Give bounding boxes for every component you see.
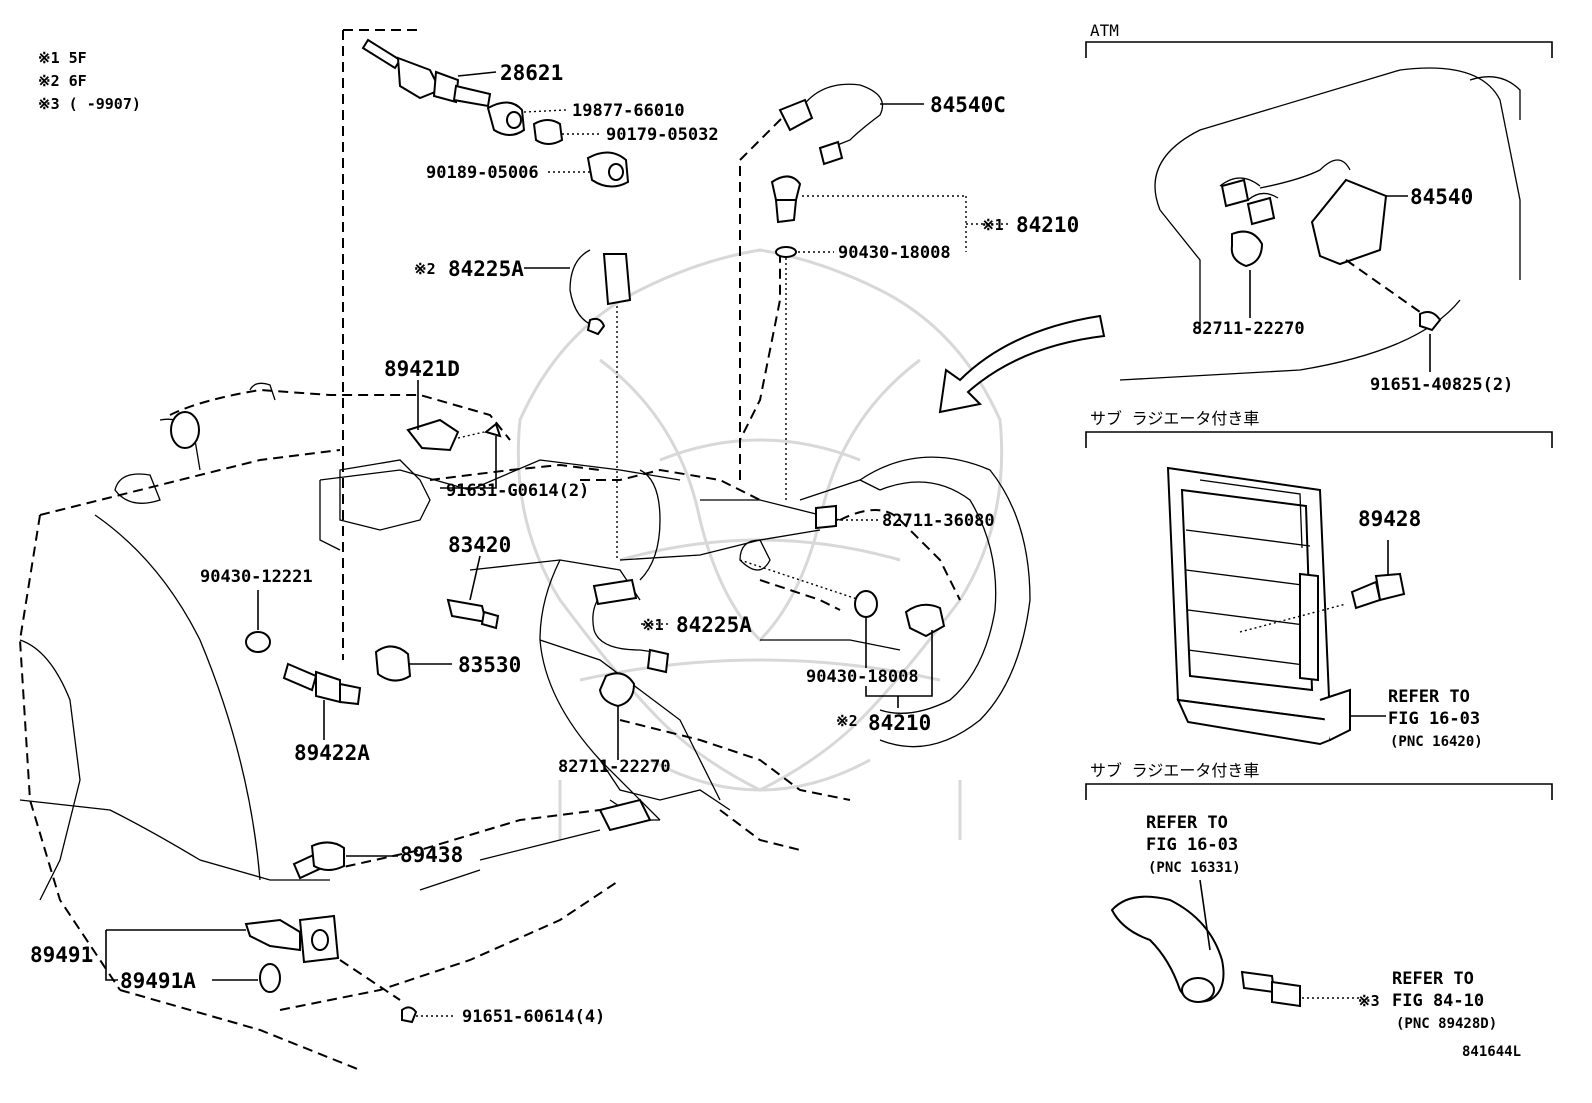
gasket-90430-18008-mid-drawing [854, 590, 878, 618]
sensor-28621-drawing [361, 38, 630, 188]
label-ref2-line3: (PNC 16331) [1148, 860, 1241, 876]
sensor-84210-mid-drawing [904, 603, 946, 638]
label-91651-40825: 91651-40825(2) [1370, 375, 1513, 395]
label-90430-18008-mid: 90430-18008 [806, 667, 919, 687]
label-ref3-line1: REFER TO [1392, 969, 1474, 989]
part-labels: 28621 19877-66010 90179-05032 90189-0500… [30, 61, 1513, 1032]
label-19877-66010: 19877-66010 [572, 101, 685, 121]
note-3: ※3 ( -9907) [38, 95, 141, 113]
label-90189-05006: 90189-05006 [426, 163, 539, 183]
transmission-assembly-drawing [18, 29, 1031, 1071]
sensor-84540C-drawing [778, 83, 884, 166]
label-90179-05032: 90179-05032 [606, 125, 719, 145]
label-90430-18008-top: 90430-18008 [838, 243, 951, 263]
label-89421D: 89421D [384, 357, 460, 381]
label-84540C: 84540C [930, 93, 1006, 117]
label-89438: 89438 [400, 843, 463, 867]
label-89428: 89428 [1358, 507, 1421, 531]
label-82711-36080: 82711-36080 [882, 511, 995, 531]
sensor-84225A-top-drawing [569, 249, 632, 560]
clip-82711-36080-drawing [815, 504, 837, 530]
label-84225A-top: 84225A [448, 257, 524, 281]
sensor-89491-drawing [244, 914, 418, 1024]
label-90430-12221: 90430-12221 [200, 567, 313, 587]
label-84210-top-mark: ※1 [982, 216, 1004, 234]
sensor-83530-drawing [374, 645, 412, 682]
section-sub-radiator-2: サブ ラジエータ付き車 [1090, 761, 1259, 780]
label-84210-top: 84210 [1016, 213, 1079, 237]
sub-radiator-inset-1: サブ ラジエータ付き車 [1085, 409, 1553, 746]
label-ref3-line3: (PNC 89428D) [1396, 1016, 1497, 1032]
label-ref1-line1: REFER TO [1388, 687, 1470, 707]
label-89491A: 89491A [120, 969, 196, 993]
label-ref1-line2: FIG 16-03 [1388, 709, 1480, 729]
label-84210-mid: 84210 [868, 711, 931, 735]
figure-id: 841644L [1462, 1044, 1521, 1060]
gasket-90430-12221-drawing [245, 631, 271, 653]
section-sub-radiator-1: サブ ラジエータ付き車 [1090, 409, 1259, 428]
sensor-83420-drawing [446, 598, 500, 630]
label-ref3-line2: FIG 84-10 [1392, 991, 1484, 1011]
label-ref3-mark: ※3 [1358, 992, 1380, 1010]
label-83420: 83420 [448, 533, 511, 557]
label-82711-22270-atm: 82711-22270 [1192, 319, 1305, 339]
label-ref2-line1: REFER TO [1146, 813, 1228, 833]
label-84225A-mid-mark: ※1 [642, 616, 664, 634]
label-ref1-line3: (PNC 16420) [1390, 734, 1483, 750]
notes-legend: ※1 5F ※2 6F ※3 ( -9907) [38, 49, 141, 113]
transfer-arrow-icon [938, 314, 1106, 414]
sensor-89421D-drawing [406, 418, 502, 452]
label-89491: 89491 [30, 943, 93, 967]
label-84225A-mid: 84225A [676, 613, 752, 637]
label-82711-22270-mid: 82711-22270 [558, 757, 671, 777]
note-2: ※2 6F [38, 72, 87, 90]
label-84225A-top-mark: ※2 [414, 260, 436, 278]
sub-radiator-inset-2: サブ ラジエータ付き車 [1085, 761, 1553, 1008]
label-91651-60614: 91651-60614(4) [462, 1007, 605, 1027]
section-atm: ATM [1090, 21, 1119, 40]
atm-inset: ATM [1085, 21, 1553, 381]
label-ref2-line2: FIG 16-03 [1146, 835, 1238, 855]
leader-lines [105, 71, 1008, 1017]
sensor-84210-top-drawing [770, 175, 802, 500]
label-83530: 83530 [458, 653, 521, 677]
sensor-89438-drawing [292, 841, 345, 880]
label-89422A: 89422A [294, 741, 370, 765]
label-84540: 84540 [1410, 185, 1473, 209]
watermark-logo [516, 248, 1004, 840]
label-28621: 28621 [500, 61, 563, 85]
label-84210-mid-mark: ※2 [836, 712, 858, 730]
label-91631-G0614: 91631-G0614(2) [446, 481, 589, 501]
clip-82711-22270-mid-drawing [598, 672, 636, 708]
note-1: ※1 5F [38, 49, 87, 67]
sensor-84225A-mid-drawing [592, 578, 670, 674]
sensor-89422A-drawing [282, 662, 362, 706]
